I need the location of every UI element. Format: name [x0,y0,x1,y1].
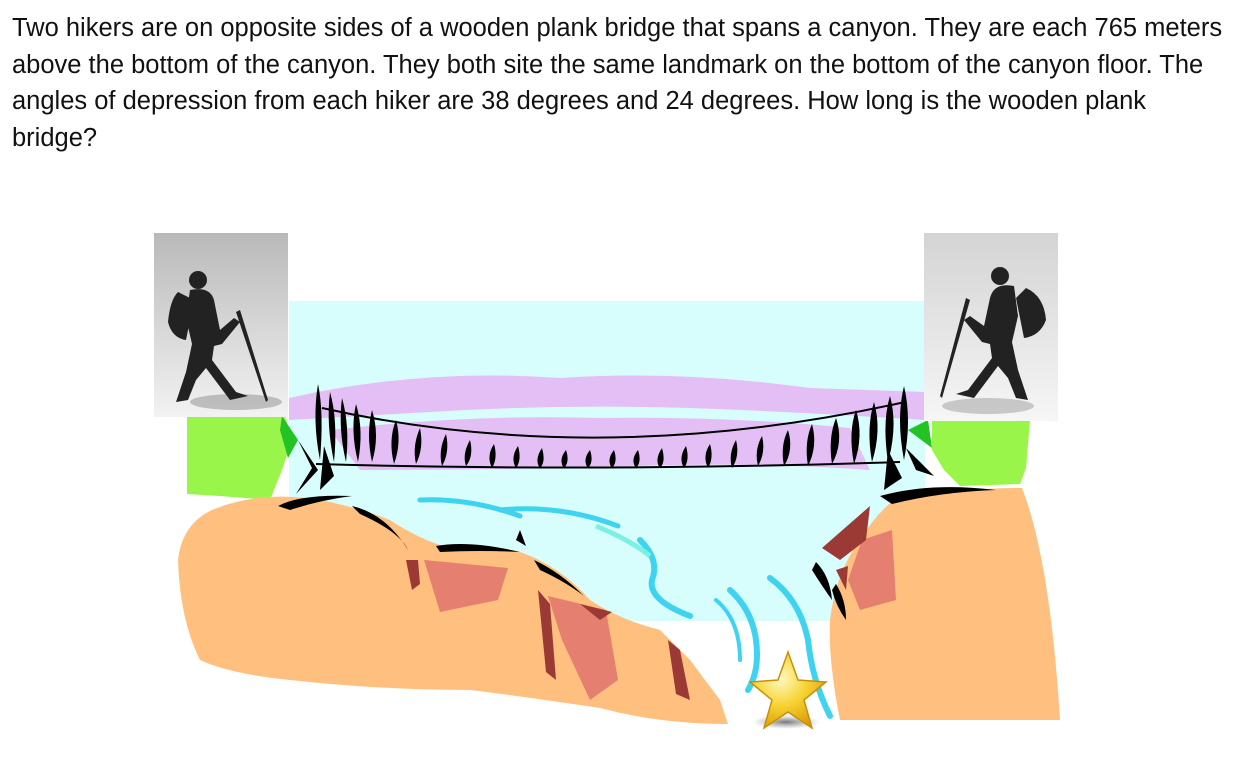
right-cliff-shadows [848,530,896,610]
right-hiker-icon [924,233,1058,421]
left-grass-dark [280,416,298,458]
left-cliff-strokes [278,495,584,596]
right-cliff-dark [822,506,870,590]
left-cliff-shadows [424,560,618,700]
river-light [595,523,652,558]
left-grass [187,416,292,500]
right-grass-dark [908,420,932,448]
star-landmark-icon [748,649,828,730]
problem-statement: Two hikers are on opposite sides of a wo… [12,14,1223,152]
river [417,497,833,719]
bridge [296,384,934,494]
right-grass [932,420,1030,486]
right-cliff-strokes [812,487,996,620]
left-cliff-dark [406,560,690,700]
left-hiker-icon [154,233,288,417]
